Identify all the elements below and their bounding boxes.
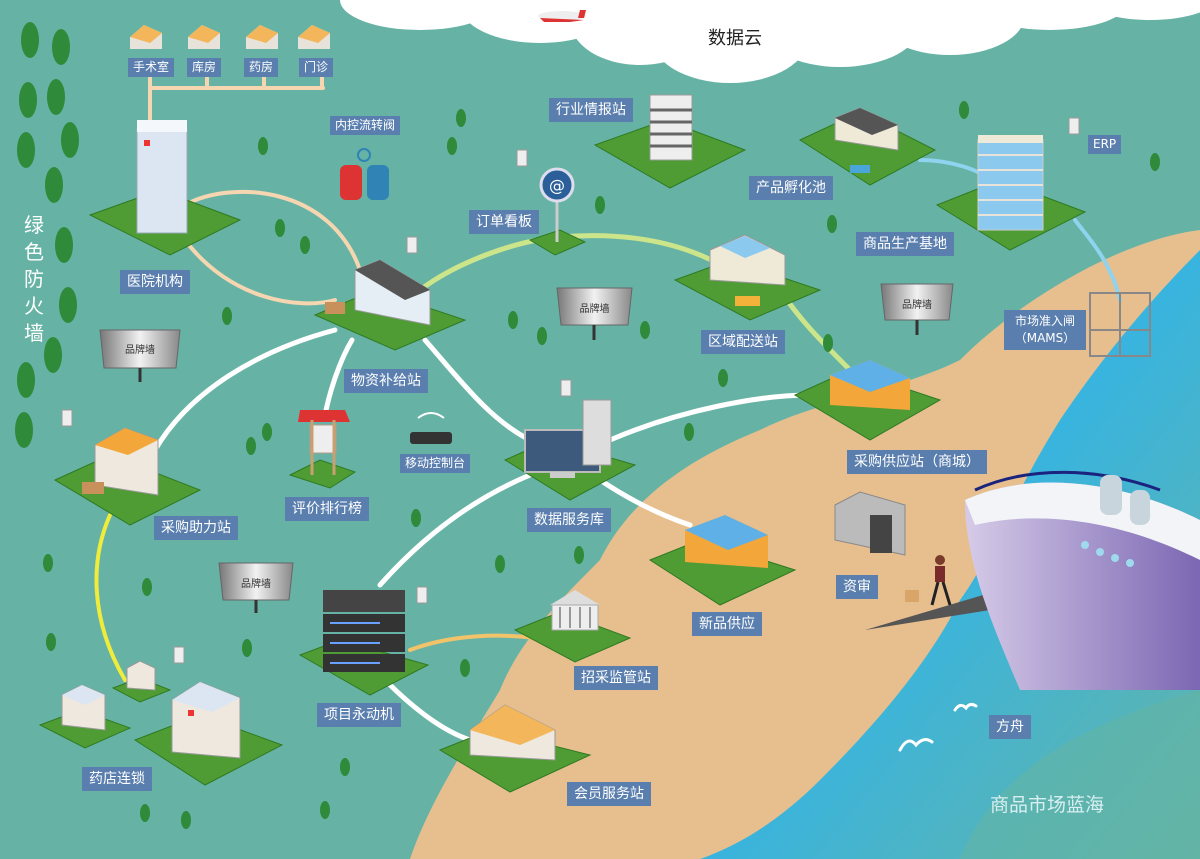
billboard-1-text: 品牌墙: [125, 345, 155, 356]
scanner-icon: [834, 491, 1000, 630]
billboard-2-icon: [556, 287, 633, 340]
billboard-1-icon: [99, 329, 181, 382]
label-surgery[interactable]: 手术室: [128, 58, 175, 77]
hospital-tower-icon: [136, 120, 188, 234]
new-product-warehouse-icon: [685, 515, 768, 568]
path-rooms-bus: [148, 76, 325, 132]
tender-building-icon: [550, 590, 600, 631]
path-yellow: [94, 513, 127, 682]
label-erp[interactable]: ERP: [1088, 135, 1122, 154]
label-pharmacy[interactable]: 药房: [244, 58, 279, 77]
label-market-gate[interactable]: 市场准入闸 （MAMS）: [1004, 310, 1086, 350]
tile-tender: [513, 611, 632, 663]
purchase-warehouse-icon: [830, 360, 910, 410]
incubator-building-icon: [834, 107, 899, 173]
valve-icon: [340, 148, 389, 200]
label-production-base[interactable]: 商品生产基地: [856, 232, 954, 256]
tile-order: [528, 229, 587, 256]
supply-station-building-icon: [325, 259, 431, 326]
production-building-icon: [977, 135, 1044, 231]
label-order-board[interactable]: 订单看板: [469, 210, 539, 234]
label-industry-intel[interactable]: 行业情报站: [549, 98, 633, 122]
label-clinic[interactable]: 门诊: [299, 58, 334, 77]
room-houses-icon: [130, 25, 330, 49]
path-white-5: [597, 477, 693, 528]
label-market-gate-line2: （MAMS）: [1014, 331, 1076, 345]
path-hospital-supply: [183, 189, 362, 306]
pharmacy-houses-icon: [61, 660, 241, 759]
label-new-product[interactable]: 新品供应: [692, 612, 762, 636]
sea: [700, 250, 1200, 859]
server-stack-icon: [323, 590, 405, 672]
billboard-3-icon: [880, 283, 954, 335]
label-purchase-supply[interactable]: 采购供应站（商城）: [847, 450, 987, 474]
firewall-label: 绿色防火墙: [24, 213, 44, 345]
path-white-1: [152, 327, 338, 453]
label-incubator[interactable]: 产品孵化池: [749, 176, 833, 200]
tile-rating: [288, 459, 357, 489]
wireless-terminal-icon: [61, 117, 1080, 664]
label-tender-supervision[interactable]: 招采监管站: [574, 666, 658, 690]
label-pharmacy-chain[interactable]: 药店连锁: [82, 767, 152, 791]
label-rating-board[interactable]: 评价排行榜: [285, 497, 369, 521]
label-project-engine[interactable]: 项目永动机: [317, 703, 401, 727]
assist-house-icon: [82, 427, 159, 496]
label-warehouse[interactable]: 库房: [187, 58, 222, 77]
dispatch-building-icon: [709, 234, 786, 306]
label-ark[interactable]: 方舟: [989, 715, 1031, 739]
rating-board-icon: [298, 410, 350, 475]
router-icon: [410, 412, 452, 444]
airplane-icon: [538, 10, 586, 22]
label-control-valve[interactable]: 内控流转阀: [330, 116, 401, 135]
member-house-icon: [469, 704, 556, 761]
label-member-service[interactable]: 会员服务站: [567, 782, 651, 806]
computer-icon: [524, 399, 612, 478]
label-purchase-assist[interactable]: 采购助力站: [154, 516, 238, 540]
cruise-ship-icon: [965, 470, 1200, 690]
label-data-service[interactable]: 数据服务库: [527, 508, 611, 532]
billboard-4-icon: [218, 562, 294, 613]
billboard-2-text: 品牌墙: [579, 304, 610, 315]
label-qualification[interactable]: 资审: [836, 575, 878, 599]
billboard-3-text: 品牌墙: [902, 300, 932, 311]
label-supply-station[interactable]: 物资补给站: [344, 369, 428, 393]
label-market-gate-line1: 市场准入闸: [1014, 314, 1075, 328]
trees: [15, 22, 1160, 829]
svg-text:@: @: [549, 176, 565, 195]
order-board-sign-icon: @: [539, 167, 575, 242]
seagull-icon: [898, 702, 978, 752]
billboard-4-text: 品牌墙: [241, 579, 271, 590]
sea-title: 商品市场蓝海: [990, 794, 1105, 816]
label-regional-dispatch[interactable]: 区域配送站: [701, 330, 785, 354]
label-mobile-console[interactable]: 移动控制台: [400, 454, 471, 473]
path-white-7: [382, 677, 473, 743]
cloud-title: 数据云: [708, 28, 762, 49]
path-white-2: [322, 337, 355, 418]
market-gate-icon: [1089, 292, 1151, 357]
worker-icon: [905, 555, 952, 606]
intel-building-icon: [649, 94, 693, 161]
path-white-6: [377, 472, 533, 588]
label-hospital[interactable]: 医院机构: [120, 270, 190, 294]
path-white-3: [422, 337, 533, 443]
path-white-4: [607, 392, 813, 443]
data-cloud: [340, 0, 1200, 83]
